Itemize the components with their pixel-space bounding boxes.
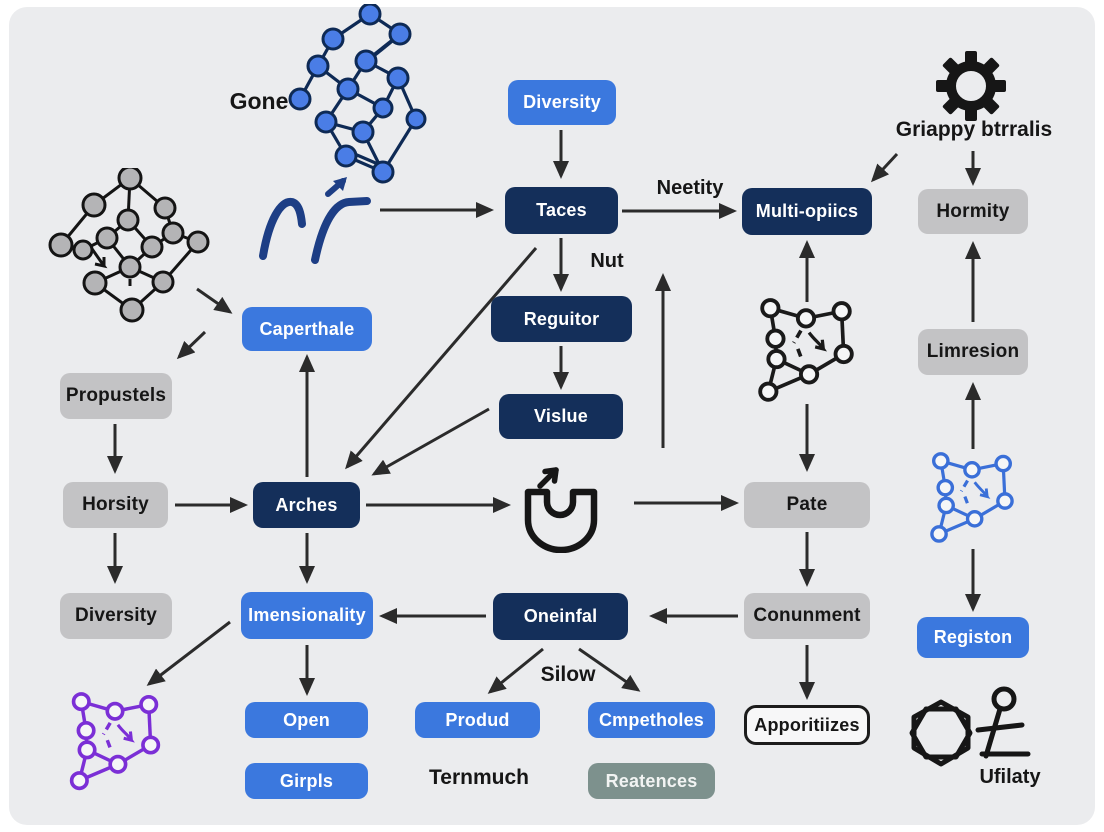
network-graph-icon-blue [930, 452, 1014, 543]
node-vislue-label: Vislue [534, 406, 588, 426]
node-cmpetholes-label: Cmpetholes [598, 709, 705, 730]
node-reguitor: Reguitor [491, 296, 632, 342]
utility-caption: Ufilaty [979, 766, 1041, 788]
node-reatences: Reatences [588, 763, 715, 799]
edge-label-silow: Silow [540, 663, 596, 686]
node-hormity-label: Hormity [936, 200, 1010, 222]
gone-label: Gone [229, 88, 289, 114]
node-horsity: Horsity [63, 482, 168, 528]
node-diversity-left-label: Diversity [74, 605, 158, 626]
node-open-label: Open [283, 709, 330, 730]
trend-curves-icon [259, 177, 371, 264]
node-oneinfal: Oneinfal [493, 593, 628, 640]
node-taces: Taces [505, 187, 618, 234]
gear-caption: Griappy btrralis [895, 118, 1053, 141]
node-produd-label: Produd [445, 709, 510, 730]
node-taces-label: Taces [536, 200, 587, 220]
node-apporitiizes-label: Apporitiizes [754, 714, 860, 735]
edge-label-nut: Nut [590, 250, 624, 272]
network-graph-icon-black [758, 298, 854, 402]
utility-scale-icon [975, 686, 1031, 759]
edge-label-neetity: Neetity [656, 177, 724, 199]
node-imensionality-label: Imensionality [248, 605, 366, 625]
node-caperthale: Caperthale [242, 307, 372, 351]
node-diversity-top: Diversity [508, 80, 616, 125]
node-registon-label: Registon [933, 627, 1013, 647]
node-multi-opiics: Multi-opiics [742, 188, 872, 235]
node-diversity-left: Diversity [60, 593, 172, 639]
node-diversity-top-label: Diversity [523, 92, 601, 112]
node-cmpetholes: Cmpetholes [588, 702, 715, 738]
node-hormity: Hormity [918, 189, 1028, 234]
node-reguitor-label: Reguitor [523, 308, 600, 329]
node-open: Open [245, 702, 368, 738]
node-reatences-label: Reatences [605, 770, 698, 791]
node-imensionality: Imensionality [241, 592, 373, 639]
node-girpls: Girpls [245, 763, 368, 799]
node-conunment-label: Conunment [753, 605, 861, 626]
node-limresion: Limresion [918, 329, 1028, 375]
node-limresion-label: Limresion [926, 341, 1020, 362]
node-arches-label: Arches [275, 494, 338, 515]
node-multi-opiics-label: Multi-opiics [755, 201, 859, 221]
molecule-graph-icon [288, 4, 427, 184]
node-propustels: Propustels [60, 373, 172, 419]
node-conunment: Conunment [744, 593, 870, 639]
node-registon: Registon [917, 617, 1029, 658]
node-vislue: Vislue [499, 394, 623, 439]
hexagon-knot-icon [909, 699, 973, 767]
node-girpls-label: Girpls [279, 770, 334, 791]
magnet-icon [524, 467, 598, 553]
node-caperthale-label: Caperthale [259, 318, 355, 339]
node-apporitiizes: Apporitiizes [744, 705, 870, 745]
node-pate: Pate [744, 482, 870, 528]
node-produd: Produd [415, 702, 540, 738]
node-arches: Arches [253, 482, 360, 528]
gear-icon [936, 51, 1006, 121]
network-graph-icon-purple [69, 691, 161, 791]
network-graph-icon-gray [48, 168, 210, 323]
node-propustels-label: Propustels [65, 385, 167, 406]
node-oneinfal-label: Oneinfal [523, 606, 598, 626]
node-pate-label: Pate [786, 494, 828, 515]
node-horsity-label: Horsity [82, 494, 149, 515]
ternmuch-label: Ternmuch [429, 766, 529, 789]
